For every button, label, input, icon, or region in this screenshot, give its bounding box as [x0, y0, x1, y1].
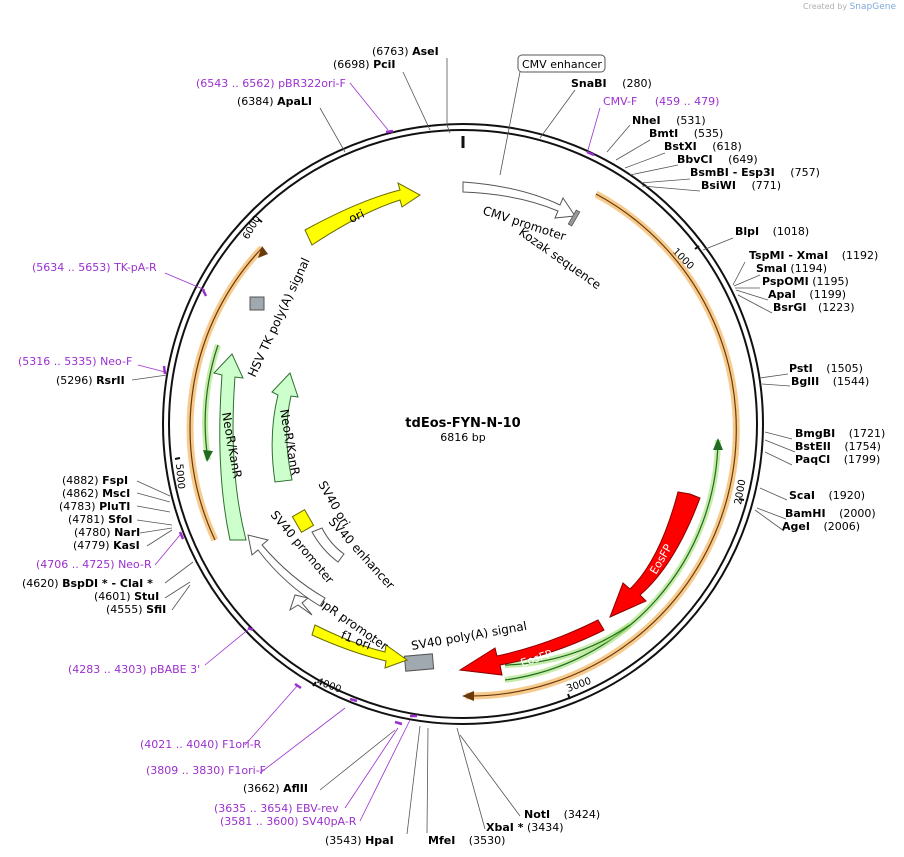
svg-text:(4783) PluTI: (4783) PluTI: [59, 500, 130, 513]
snapgene-brand: Created by SnapGene: [803, 2, 896, 12]
orf-green-right-line: [504, 439, 719, 681]
sv40-promoter-feature: [247, 534, 326, 607]
ampr-promoter-feature: [289, 594, 313, 616]
ori-feature: [304, 181, 421, 246]
backbone-outer: [162, 123, 764, 725]
svg-text:(4779) KasI: (4779) KasI: [73, 539, 140, 552]
svg-text:(5316 .. 5335) Neo-F: (5316 .. 5335) Neo-F: [18, 355, 132, 368]
enzyme-labels: (6763) AseI (6698) PciI (6384) ApaLI Sna…: [22, 45, 885, 847]
svg-text:SnaBI (280): SnaBI (280): [571, 77, 652, 90]
svg-text:(3635 .. 3654) EBV-rev: (3635 .. 3654) EBV-rev: [214, 802, 339, 815]
svg-text:NotI (3424): NotI (3424): [524, 808, 600, 821]
svg-text:BsrGI (1223): BsrGI (1223): [773, 301, 855, 314]
cmv-enhancer-leader: [499, 71, 521, 176]
svg-text:BamHI (2000): BamHI (2000): [785, 507, 876, 520]
sv40-enhancer-feature: [311, 527, 345, 563]
primer-marks: [162, 129, 595, 726]
orf-left-head: [258, 246, 268, 258]
plasmid-size: 6816 bp: [440, 431, 485, 444]
svg-text:(3581 .. 3600) SV40pA-R: (3581 .. 3600) SV40pA-R: [220, 815, 357, 828]
primer-leaders: [137, 82, 601, 822]
orf-green-right-track: [504, 439, 721, 683]
svg-text:(5634 .. 5653) TK-pA-R: (5634 .. 5653) TK-pA-R: [32, 261, 157, 274]
ori-label: ori: [347, 207, 367, 226]
svg-text:MfeI (3530): MfeI (3530): [428, 834, 505, 847]
svg-text:(4780) NarI: (4780) NarI: [74, 526, 140, 539]
svg-text:TspMI - XmaI (1192): TspMI - XmaI (1192): [749, 249, 878, 262]
svg-text:PaqCI (1799): PaqCI (1799): [795, 453, 880, 466]
svg-text:PstI (1505): PstI (1505): [789, 362, 863, 375]
svg-text:(4283 .. 4303) pBABE 3': (4283 .. 4303) pBABE 3': [68, 663, 200, 676]
primer-labels: (6543 .. 6562) pBR322ori-F CMV-F (459 ..…: [18, 77, 719, 828]
brand-prefix: Created by: [803, 2, 848, 11]
tick-5000: 5000: [173, 463, 186, 489]
orf-green-left-line: [204, 344, 219, 461]
kozak-feature: [567, 209, 581, 227]
svg-text:(6698) PciI: (6698) PciI: [333, 58, 396, 71]
orf-green-right-head: [713, 438, 723, 450]
svg-text:(6384) ApaLI: (6384) ApaLI: [237, 95, 312, 108]
plasmid-name: tdEos-FYN-N-10: [405, 416, 520, 431]
orf-green-left-track: [202, 344, 221, 461]
neor-feature-1: [213, 353, 247, 541]
svg-text:(3809 .. 3830) F1ori-F: (3809 .. 3830) F1ori-F: [146, 764, 266, 777]
svg-text:ApaI (1199): ApaI (1199): [768, 288, 846, 301]
svg-text:BsiWI (771): BsiWI (771): [701, 179, 781, 192]
svg-text:BmgBI (1721): BmgBI (1721): [795, 427, 885, 440]
tick-2000: 2000: [733, 479, 748, 506]
svg-text:CMV-F (459 .. 479): CMV-F (459 .. 479): [603, 95, 719, 108]
svg-text:(6543 .. 6562) pBR322ori-F: (6543 .. 6562) pBR322ori-F: [196, 77, 346, 90]
eosfp-feature-2: [458, 619, 605, 676]
backbone-inner: [168, 129, 758, 719]
cmv-enhancer-label: CMV enhancer: [522, 58, 602, 71]
neor-feature-2: [271, 372, 299, 483]
svg-text:(4862) MscI: (4862) MscI: [62, 487, 130, 500]
orf-left-line: [189, 247, 263, 541]
tick-marks: 1000 2000 3000 4000 5000 6000: [173, 214, 748, 700]
sv40-polya-label: SV40 poly(A) signal: [410, 619, 528, 653]
svg-text:(3662) AflII: (3662) AflII: [243, 782, 308, 795]
svg-text:BlpI (1018): BlpI (1018): [735, 225, 809, 238]
svg-text:(5296) RsrII: (5296) RsrII: [56, 374, 125, 387]
svg-text:PspOMI (1195): PspOMI (1195): [762, 275, 849, 288]
snapgene-logo: SnapGene: [849, 2, 896, 12]
svg-text:AgeI (2006): AgeI (2006): [782, 520, 860, 533]
svg-text:(4601) StuI: (4601) StuI: [94, 590, 159, 603]
cmv-promoter-feature: [462, 181, 576, 219]
svg-text:(4706 .. 4725) Neo-R: (4706 .. 4725) Neo-R: [36, 558, 152, 571]
enzyme-leaders: [131, 58, 796, 835]
svg-text:BstXI (618): BstXI (618): [664, 140, 742, 153]
svg-text:(4555) SfiI: (4555) SfiI: [106, 603, 166, 616]
svg-text:BsmBI - Esp3I (757): BsmBI - Esp3I (757): [690, 166, 820, 179]
svg-text:SmaI (1194): SmaI (1194): [756, 262, 827, 275]
svg-text:(4021 .. 4040) F1ori-R: (4021 .. 4040) F1ori-R: [140, 738, 262, 751]
svg-text:NheI (531): NheI (531): [632, 114, 706, 127]
f1-ori-feature: [311, 624, 409, 669]
sv40-polya-feature: [403, 653, 435, 672]
svg-text:(4620) BspDI * - ClaI *: (4620) BspDI * - ClaI *: [22, 577, 153, 590]
svg-text:(4781) SfoI: (4781) SfoI: [68, 513, 132, 526]
svg-text:(6763) AseI: (6763) AseI: [372, 45, 439, 58]
eosfp-feature-1: [609, 491, 701, 618]
sv40-ori-feature: [291, 509, 315, 533]
svg-text:BglII (1544): BglII (1544): [791, 375, 869, 388]
orf-main-track: [465, 190, 740, 700]
svg-text:BmtI (535): BmtI (535): [649, 127, 723, 140]
svg-text:BbvCI (649): BbvCI (649): [677, 153, 758, 166]
orf-green-left-head: [203, 450, 213, 462]
svg-text:ScaI (1920): ScaI (1920): [789, 489, 865, 502]
cmv-enhancer-box: [517, 54, 606, 73]
svg-text:(3543) HpaI: (3543) HpaI: [325, 834, 394, 847]
svg-text:(4882) FspI: (4882) FspI: [62, 474, 128, 487]
hsv-tk-label: HSV TK poly(A) signal: [245, 256, 313, 380]
orf-main-head: [462, 691, 474, 701]
orf-green-bottom-line: [504, 624, 631, 666]
orf-main-line: [465, 193, 737, 697]
hsv-tk-polya-feature: [249, 296, 265, 311]
svg-text:BstEII (1754): BstEII (1754): [795, 440, 881, 453]
svg-text:XbaI * (3434): XbaI * (3434): [486, 821, 564, 834]
